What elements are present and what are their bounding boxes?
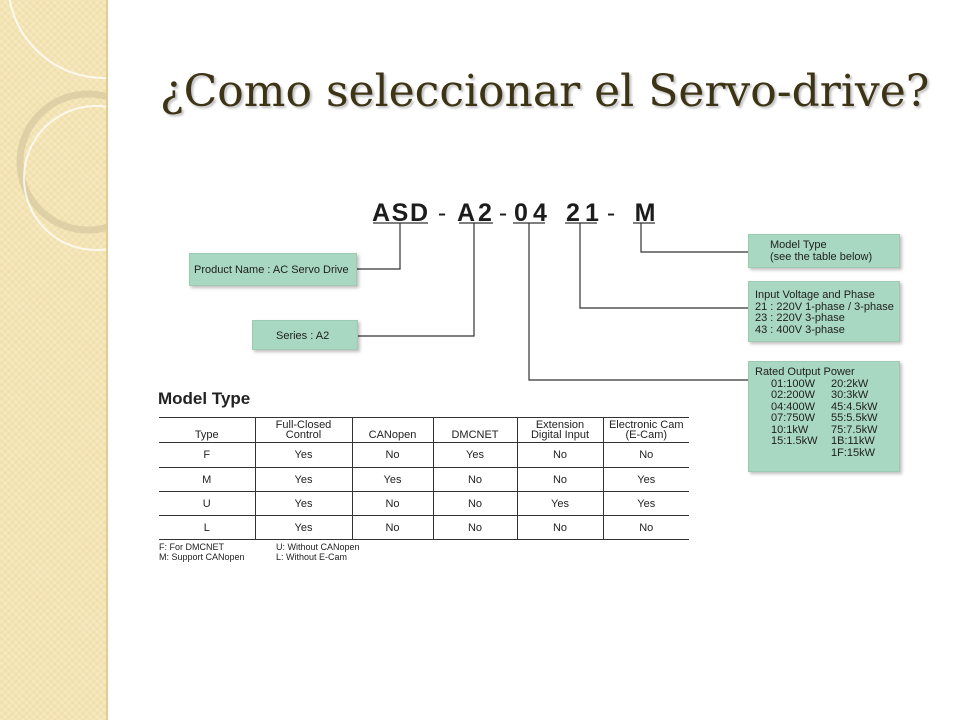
cell: Yes (351, 467, 433, 492)
cell: No (516, 515, 603, 540)
table-row: F Yes No Yes No No (159, 442, 689, 468)
cell: Yes (254, 442, 352, 468)
cell: No (351, 442, 433, 468)
input-voltage-option: 23 : 220V 3-phase (755, 312, 845, 324)
legend-item: L: Without E-Cam (276, 552, 348, 562)
cell-type: L (159, 515, 255, 540)
cell: No (432, 467, 517, 492)
code-char-a2-2: 2 (478, 199, 492, 227)
rated-power-option: 45:4.5kW (831, 400, 878, 413)
series-callout: Series : A2 (252, 320, 358, 350)
cell: No (516, 467, 603, 492)
rated-power-option: 02:200W (771, 389, 816, 401)
input-voltage-option: 21 : 220V 1-phase / 3-phase (755, 300, 894, 313)
rated-power-option: 75:7.5kW (831, 423, 878, 436)
table-row: M Yes Yes No No Yes (159, 467, 689, 492)
rated-power-option: 1F:15kW (831, 446, 876, 459)
cell: Yes (516, 491, 603, 516)
rated-power-heading: Rated Output Power (755, 366, 855, 378)
model-type-callout-note: (see the table below) (770, 250, 873, 263)
col-header-canopen: CANopen (351, 417, 433, 443)
rated-power-option: 15:1.5kW (771, 435, 818, 447)
cell: Yes (254, 467, 352, 492)
input-voltage-callout: Input Voltage and Phase 21 : 220V 1-phas… (748, 281, 900, 342)
cell: Yes (254, 491, 352, 516)
code-char-a2-a: A (457, 199, 476, 227)
code-char-a: A (372, 199, 391, 227)
col-header-type: Type (159, 417, 255, 443)
code-char-voltage-1: 1 (585, 199, 599, 227)
rated-power-option: 30:3kW (831, 389, 869, 401)
rated-power-option: 07:750W (771, 412, 816, 424)
code-char-m: M (634, 199, 656, 227)
input-voltage-heading: Input Voltage and Phase (755, 289, 875, 301)
cell: Yes (602, 491, 689, 516)
code-char-voltage-2: 2 (566, 199, 580, 227)
cell: No (432, 491, 517, 516)
cell-type: F (159, 442, 255, 468)
code-dash: - (437, 199, 447, 227)
col-header-electronic-cam: Electronic Cam(E-Cam) (602, 417, 689, 443)
model-type-callout: Model Type (see the table below) (748, 234, 900, 268)
code-char-power-0: 0 (514, 199, 528, 227)
rated-power-option: 55:5.5kW (831, 412, 878, 424)
table-row: L Yes No No No No (159, 515, 689, 540)
cell: Yes (602, 467, 689, 492)
model-type-legend: F: For DMCNET U: Without CANopen M: Supp… (159, 542, 396, 562)
rated-power-option: 04:400W (771, 400, 816, 413)
cell: No (602, 515, 689, 540)
slide-title: ¿Como seleccionar el Servo-drive? (160, 66, 930, 117)
rated-power-option: 10:1kW (771, 423, 809, 436)
legend-item: U: Without CANopen (276, 542, 360, 552)
rated-power-callout: Rated Output Power 01:100W 20:2kW 02:200… (748, 361, 900, 472)
cell: No (602, 442, 689, 468)
cell: No (351, 515, 433, 540)
rated-power-option: 1B:11kW (831, 435, 875, 447)
decorative-side-band (0, 0, 200, 720)
code-char-power-4: 4 (533, 199, 547, 227)
product-name-label: Product Name : AC Servo Drive (194, 264, 349, 276)
series-label: Series : A2 (276, 330, 330, 342)
rated-power-option: 20:2kW (831, 377, 869, 390)
code-char-d: D (410, 199, 429, 227)
product-name-callout: Product Name : AC Servo Drive (189, 253, 357, 286)
cell: No (351, 491, 433, 516)
col-header-dmcnet: DMCNET (432, 417, 517, 443)
code-dash: - (498, 199, 508, 227)
model-type-heading: Model Type (158, 389, 251, 408)
code-dash: - (606, 199, 616, 227)
cell-type: M (159, 467, 255, 492)
cell: No (516, 442, 603, 468)
model-type-callout-title: Model Type (770, 239, 827, 251)
cell: No (432, 515, 517, 540)
cell: Yes (432, 442, 517, 468)
input-voltage-option: 43 : 400V 3-phase (755, 323, 845, 336)
rated-power-option: 01:100W (771, 377, 816, 390)
legend-item: F: For DMCNET (159, 542, 224, 552)
code-char-s: S (391, 199, 409, 227)
table-row: U Yes No No Yes Yes (159, 491, 689, 516)
legend-item: M: Support CANopen (159, 552, 245, 562)
cell-type: U (159, 491, 255, 516)
cell: Yes (254, 515, 352, 540)
rated-power-options: 01:100W 20:2kW 02:200W 30:3kW 04:400W 45… (755, 377, 899, 460)
